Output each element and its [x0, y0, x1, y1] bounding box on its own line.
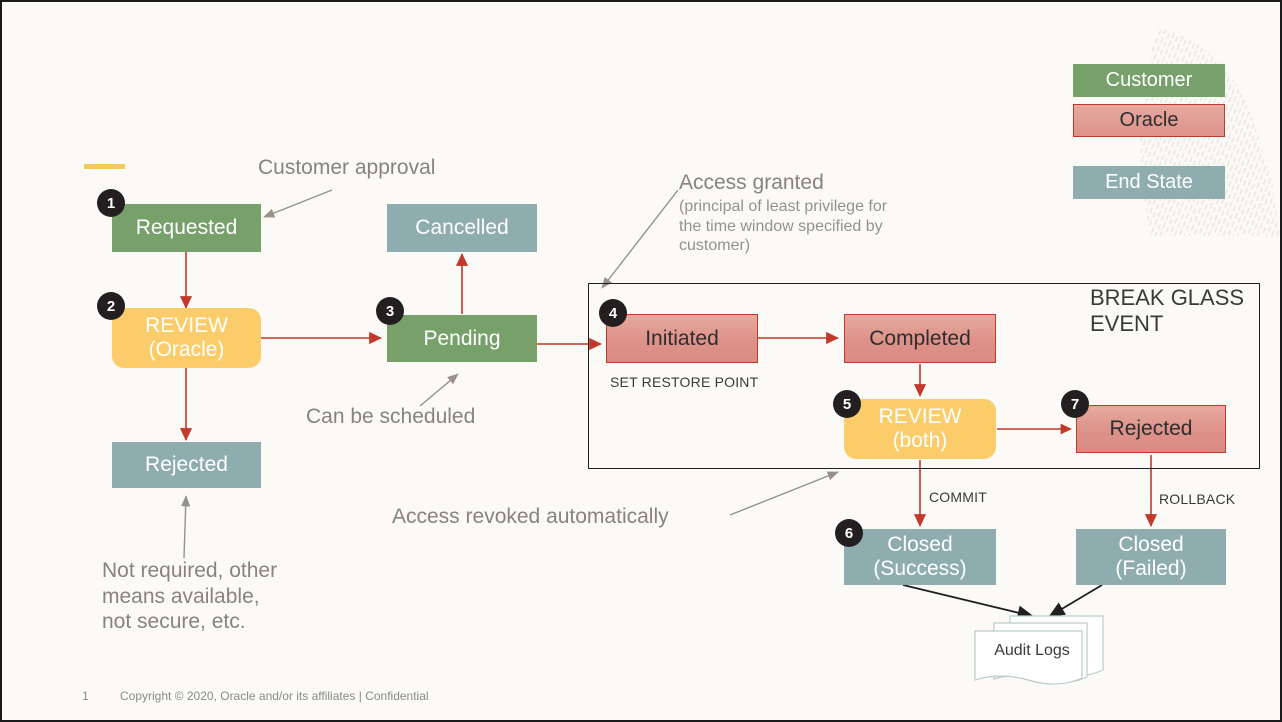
audit-logs-stack: Audit Logs — [970, 614, 1110, 686]
node-rejected-left[interactable]: Rejected — [112, 442, 261, 488]
annotation-can-be-scheduled: Can be scheduled — [306, 405, 476, 428]
node-pending[interactable]: Pending — [387, 315, 537, 362]
badge-4: 4 — [599, 299, 627, 327]
badge-6: 6 — [835, 519, 863, 547]
node-requested[interactable]: Requested — [112, 204, 261, 252]
node-rejected-right[interactable]: Rejected — [1076, 405, 1226, 453]
badge-2: 2 — [97, 292, 125, 320]
legend-item-customer: Customer — [1073, 64, 1225, 97]
node-initiated[interactable]: Initiated — [606, 314, 758, 363]
annotation-customer-approval: Customer approval — [258, 156, 436, 179]
annotation-not-required: Not required, other means available, not… — [102, 559, 278, 634]
badge-1: 1 — [97, 189, 125, 217]
annotation-access-granted-detail: (principal of least privilege for the ti… — [679, 198, 888, 255]
node-cancelled[interactable]: Cancelled — [387, 204, 537, 252]
badge-3: 3 — [376, 297, 404, 325]
break-glass-event-frame — [588, 283, 1260, 469]
badge-5: 5 — [833, 390, 861, 418]
legend-item-oracle: Oracle — [1073, 104, 1225, 137]
node-completed[interactable]: Completed — [844, 314, 996, 363]
node-closed-failed[interactable]: Closed (Failed) — [1076, 529, 1226, 585]
edge-label-rollback: ROLLBACK — [1159, 491, 1236, 507]
node-review-oracle[interactable]: REVIEW (Oracle) — [112, 308, 261, 368]
audit-logs-label: Audit Logs — [994, 642, 1070, 659]
break-glass-title: BREAK GLASS EVENT — [1090, 285, 1245, 336]
edge-label-commit: COMMIT — [929, 489, 987, 505]
edge-label-set-restore-point: SET RESTORE POINT — [610, 374, 759, 390]
footer-copyright: Copyright © 2020, Oracle and/or its affi… — [120, 689, 429, 703]
footer-page-number: 1 — [82, 689, 89, 703]
annotation-access-granted-title: Access granted — [679, 171, 824, 194]
node-closed-success[interactable]: Closed (Success) — [844, 529, 996, 585]
legend-item-end-state: End State — [1073, 166, 1225, 199]
node-review-both[interactable]: REVIEW (both) — [844, 399, 996, 459]
annotation-access-revoked: Access revoked automatically — [392, 505, 669, 528]
badge-7: 7 — [1061, 390, 1089, 418]
accent-bar — [84, 164, 125, 169]
